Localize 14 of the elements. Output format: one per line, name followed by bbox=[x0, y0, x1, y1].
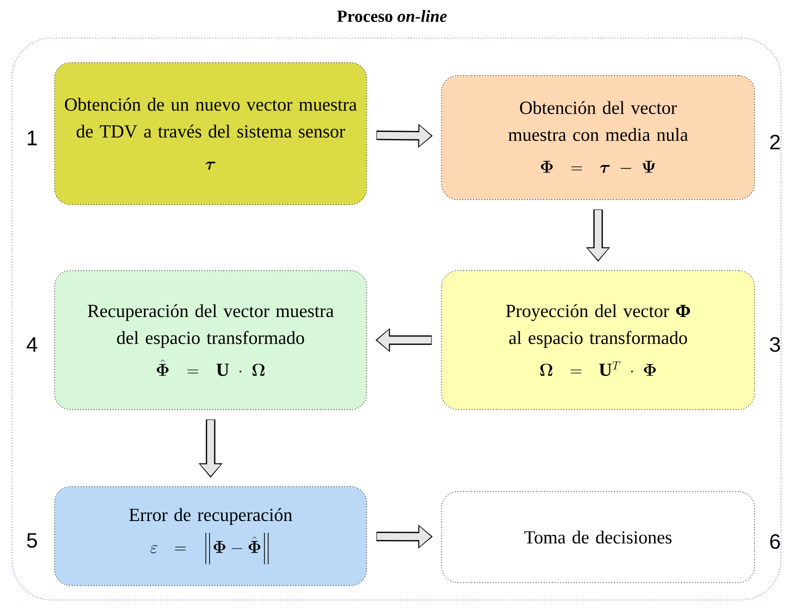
process-box: Error de recuperación $\varepsilon = \left\| \boldsymbol{\Phi} - \hat{\boldsymbol{\Phi}} \right\|$ bbox=[54, 486, 367, 586]
step-number: 5 bbox=[27, 533, 37, 548]
step-number: 1 bbox=[28, 130, 37, 146]
process-box: Obtención del vector muestra con media nula $\boldsymbol{\Phi} = \boldsymbol{\tau} - \boldsymbol{\Psi}$ bbox=[441, 75, 755, 200]
process-box: Obtención de un nuevo vector muestra de TDV a través del sistema sensor $\boldsymbol{\tau}$ bbox=[54, 62, 367, 205]
process-box: Proyección del vector Φ al espacio transformado $\boldsymbol{\Omega} = \mathbf{U}^{T} \cdot \boldsymbol{\Phi}$ bbox=[441, 270, 755, 410]
process-box: Recuperación del vector muestra del espacio transformado $\hat{\boldsymbol{\Phi}} = \mathbf{U} \cdot \boldsymbol{\Omega}$ bbox=[54, 270, 367, 410]
process-box: Toma de decisiones bbox=[441, 491, 755, 583]
step-number: 4 bbox=[26, 337, 38, 352]
process-frame bbox=[12, 38, 782, 600]
step-number: 2 bbox=[770, 134, 780, 150]
step-number: 3 bbox=[770, 337, 780, 352]
title: Proceso on-line bbox=[337, 10, 447, 22]
step-number: 6 bbox=[770, 534, 780, 549]
